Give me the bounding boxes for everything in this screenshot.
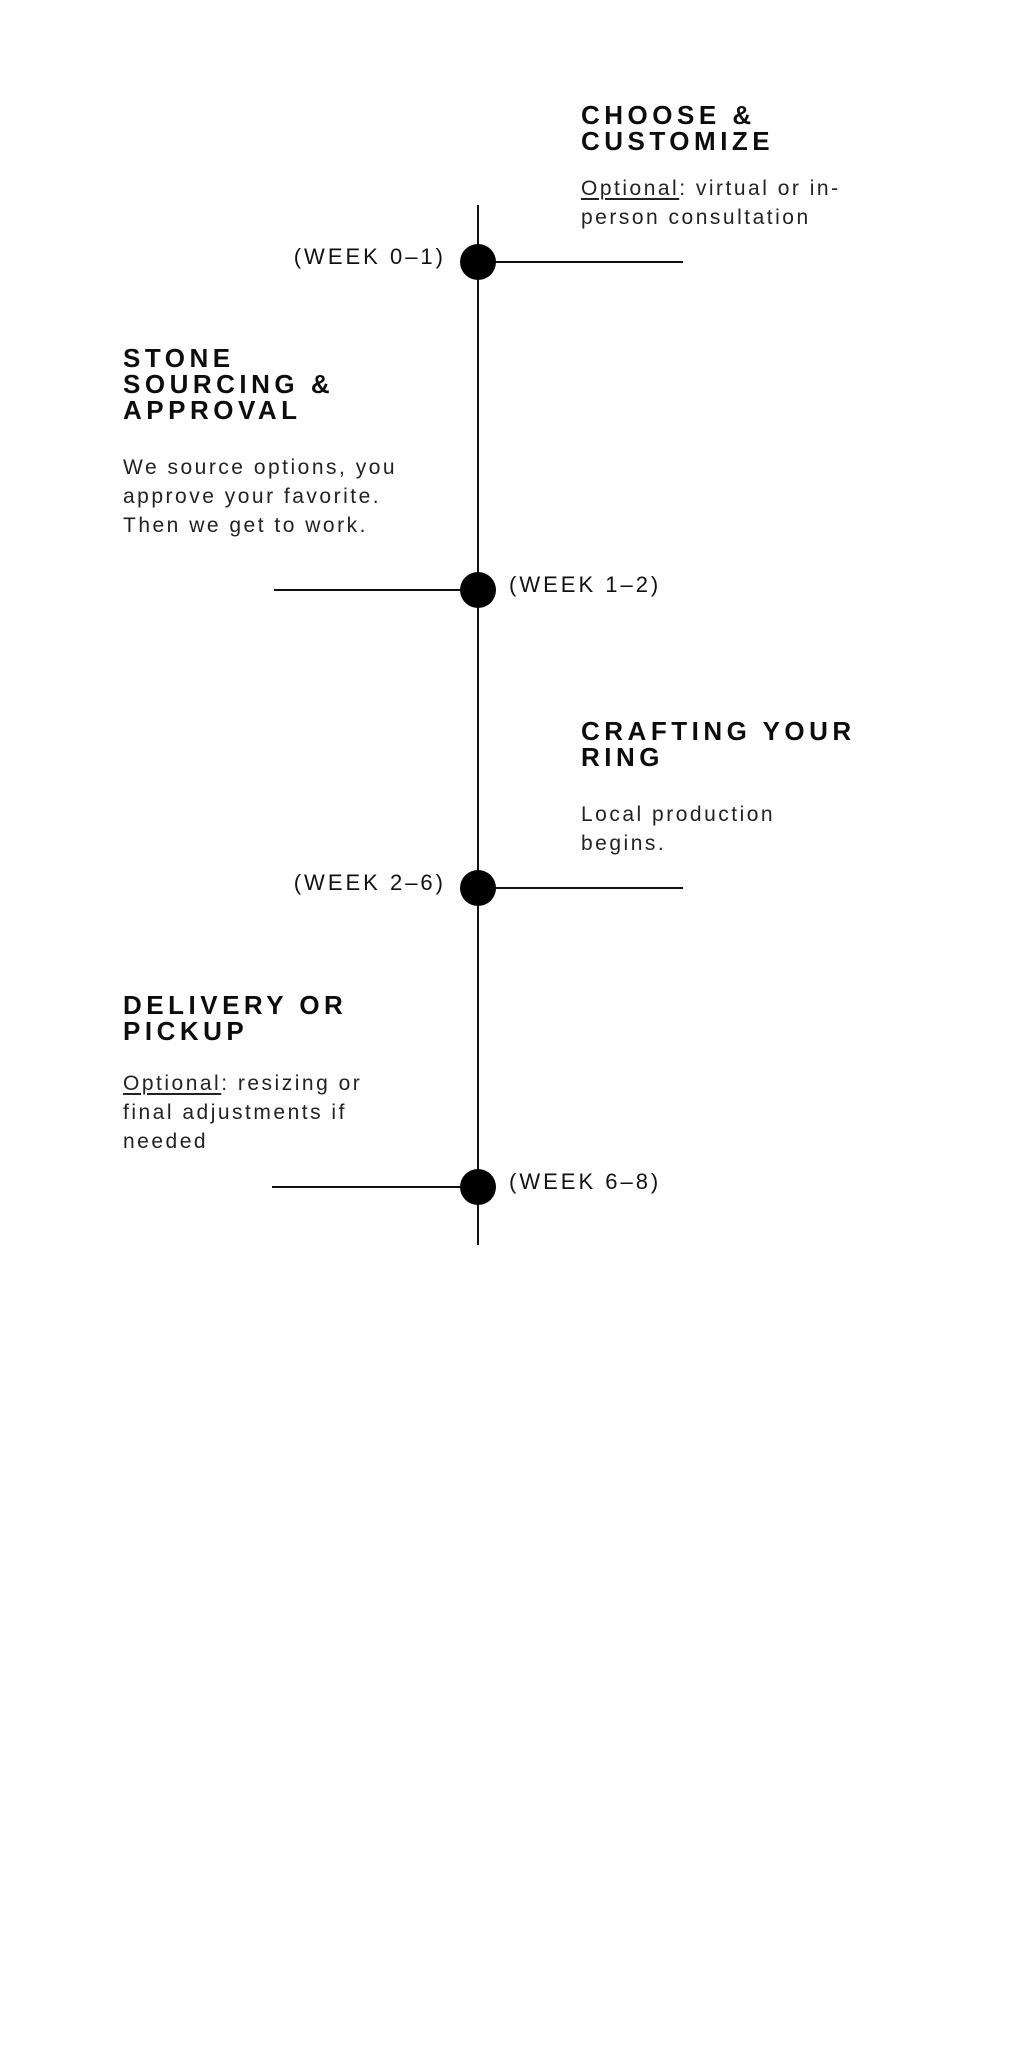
- step-4-description: Optional: resizing or final adjustments …: [123, 1069, 413, 1156]
- step-1-description: Optional: virtual or in-person consultat…: [581, 174, 891, 232]
- step-1-optional-label: Optional: [581, 177, 680, 200]
- step-2-connector: [274, 589, 478, 591]
- step-2-week: (WEEK 1–2): [509, 572, 662, 597]
- step-3-description: Local production begins.: [581, 800, 861, 858]
- step-4-title: DELIVERY OR PICKUP: [123, 990, 348, 1046]
- step-3-node: [460, 870, 496, 906]
- step-3-title: CRAFTING YOUR RING: [581, 716, 856, 772]
- step-2-title: STONE SOURCING & APPROVAL: [123, 343, 335, 425]
- step-1-title: CHOOSE & CUSTOMIZE: [581, 100, 775, 156]
- step-4-week: (WEEK 6–8): [509, 1169, 662, 1194]
- step-4-connector: [272, 1186, 478, 1188]
- step-4-node: [460, 1169, 496, 1205]
- step-2-node: [460, 572, 496, 608]
- step-4-optional-label: Optional: [123, 1072, 222, 1095]
- step-2-description-text: We source options, you approve your favo…: [123, 456, 398, 537]
- step-1-connector: [478, 261, 683, 263]
- step-1-node: [460, 244, 496, 280]
- step-3-connector: [478, 887, 683, 889]
- step-3-week: (WEEK 2–6): [293, 870, 446, 895]
- step-1-description-text: : virtual or in-person consultation: [581, 177, 841, 229]
- step-2-description: We source options, you approve your favo…: [123, 453, 428, 540]
- step-1-week: (WEEK 0–1): [293, 244, 446, 269]
- timeline-axis: [477, 205, 479, 1245]
- step-3-description-text: Local production begins.: [581, 803, 776, 855]
- step-4-description-text: : resizing or final adjustments if neede…: [123, 1072, 363, 1153]
